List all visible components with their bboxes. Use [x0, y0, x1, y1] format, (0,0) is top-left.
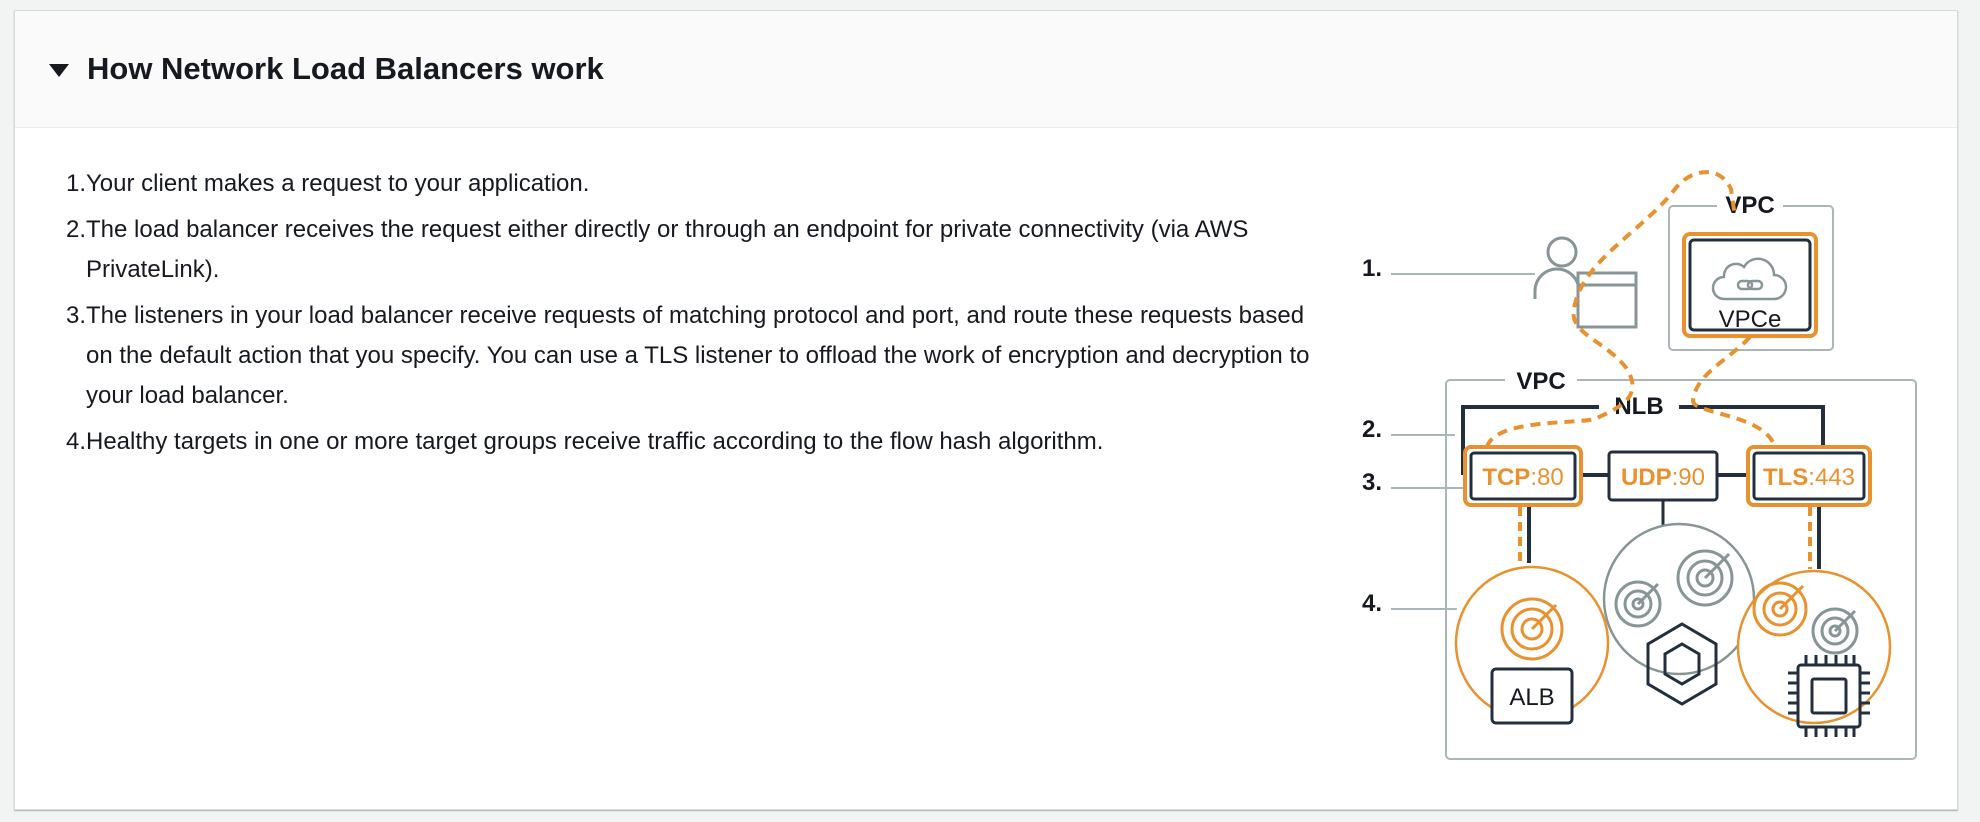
target-group-instances [1736, 569, 1892, 737]
step-text: The load balancer receives the request e… [86, 216, 1249, 283]
nlb-bracket [1461, 405, 1825, 452]
vpce-label: VPCe [1719, 306, 1782, 333]
listener-protocol: UDP [1621, 464, 1672, 491]
marker-4: 4. [1362, 590, 1382, 617]
listener-udp: UDP:90 [1607, 450, 1719, 502]
step-number: 1. [65, 170, 86, 197]
target-icon [1500, 597, 1564, 661]
listener-port: :80 [1530, 464, 1563, 491]
alb-label: ALB [1509, 684, 1554, 711]
step-number: 4. [65, 428, 86, 455]
step-text: The listeners in your load balancer rece… [86, 302, 1310, 409]
list-item: 2. The load balancer receives the reques… [59, 210, 1329, 290]
vpc-frame [1445, 379, 1917, 760]
target-group-alb: ALB [1454, 565, 1610, 725]
list-item: 3. The listeners in your load balancer r… [59, 296, 1329, 416]
marker-1: 1. [1362, 255, 1382, 282]
list-item: 1. Your client makes a request to your a… [59, 164, 1329, 204]
nlb-diagram: VPC VPC VPCe 1. 2. 3. 4. [1362, 170, 1917, 760]
caret-down-icon[interactable] [49, 63, 69, 77]
step-text: Your client makes a request to your appl… [86, 170, 590, 197]
target-icon [1614, 580, 1662, 628]
steps-list: 1. Your client makes a request to your a… [59, 164, 1329, 468]
svg-text:TLS:443: TLS:443 [1763, 464, 1855, 491]
traffic-path [1485, 170, 1737, 448]
marker-2: 2. [1362, 416, 1382, 443]
svg-text:TCP:80: TCP:80 [1482, 464, 1563, 491]
how-it-works-panel: How Network Load Balancers work 1. Your … [14, 10, 1958, 810]
marker-3: 3. [1362, 469, 1382, 496]
svg-text:UDP:90: UDP:90 [1621, 464, 1705, 491]
listener-tls: TLS:443 [1746, 445, 1872, 507]
listener-protocol: TCP [1482, 464, 1530, 491]
panel-header-toggle[interactable]: How Network Load Balancers work [15, 11, 1957, 128]
step-number: 2. [65, 216, 86, 243]
nlb-label: NLB [1614, 393, 1663, 420]
panel-title: How Network Load Balancers work [87, 51, 604, 86]
target-icon [1752, 581, 1808, 637]
listener-port: :90 [1672, 464, 1705, 491]
target-group-containers [1602, 522, 1756, 706]
chip-icon [1788, 655, 1870, 737]
cloud-link-icon [1711, 257, 1788, 301]
target-icon [1676, 549, 1734, 607]
list-item: 4. Healthy targets in one or more target… [59, 422, 1329, 462]
vpc-label: VPC [1516, 368, 1565, 395]
target-icon [1811, 607, 1859, 655]
client-user-icon [1533, 236, 1638, 329]
listener-tcp: TCP:80 [1463, 445, 1583, 507]
step-number: 3. [65, 302, 86, 329]
listener-port: :443 [1808, 464, 1855, 491]
step-text: Healthy targets in one or more target gr… [86, 428, 1104, 455]
container-hexagon-icon [1646, 622, 1718, 706]
listener-protocol: TLS [1763, 464, 1808, 491]
vpce-box [1682, 232, 1818, 338]
